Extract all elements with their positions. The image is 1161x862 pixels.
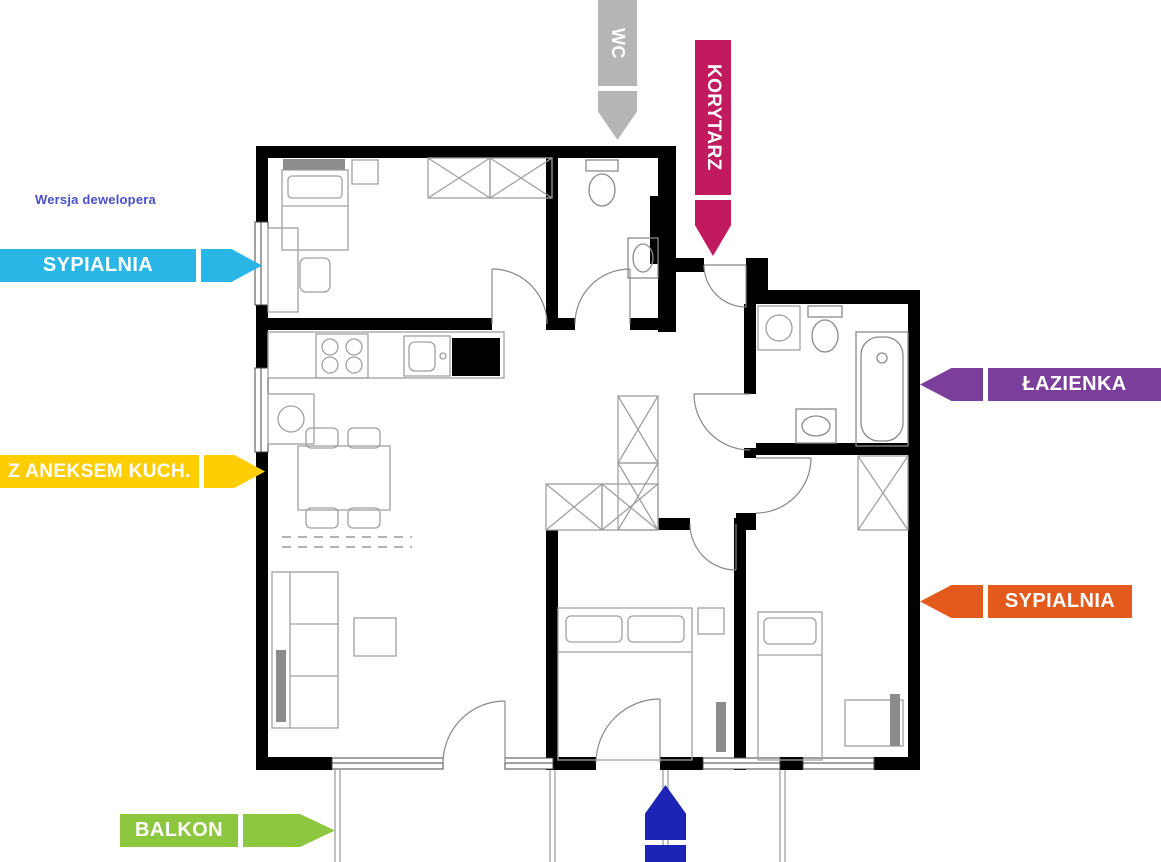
chair-icon (299, 257, 331, 293)
label-aneks-text: Z ANEKSEM KUCH. (0, 455, 199, 488)
toilet-icon (585, 159, 619, 207)
label-text: BALKON (135, 819, 223, 841)
wardrobe-icon (545, 483, 659, 531)
arrow-right-icon (201, 249, 262, 282)
kitchen-sink-icon (403, 335, 451, 377)
dining-table-icon (297, 427, 391, 529)
label-sypialnia-right-text: SYPIALNIA (988, 585, 1132, 618)
wardrobe-icon (427, 157, 553, 199)
desk-icon (267, 227, 299, 313)
arrow-right-icon (204, 455, 265, 488)
label-korytarz-text: KORYTARZ (695, 40, 731, 195)
sofa-icon (271, 571, 339, 729)
wardrobe-icon (857, 455, 909, 531)
nightstand-icon (351, 159, 379, 185)
balcony-railing (334, 770, 786, 862)
stove-icon (315, 333, 369, 379)
coffee-table-icon (353, 617, 397, 657)
arrow-down-icon (695, 200, 731, 256)
toilet-icon (807, 305, 843, 353)
label-text: WC (608, 27, 628, 59)
label-text: ŁAZIENKA (1022, 373, 1127, 395)
arrow-right-icon (243, 814, 335, 847)
label-lazienka-text: ŁAZIENKA (988, 368, 1161, 401)
label-lazienka: ŁAZIENKA (920, 368, 1161, 401)
wardrobe-icon (617, 395, 659, 531)
kitchen-counter-icon (267, 331, 505, 379)
bathtub-icon (855, 331, 909, 447)
label-text: KORYTARZ (703, 64, 724, 171)
radiator-icon (276, 650, 900, 752)
label-text: SYPIALNIA (42, 254, 154, 276)
washing-machine-icon (267, 393, 315, 445)
label-entrance-balcony (645, 785, 686, 862)
version-note: Wersja dewelopera (35, 192, 156, 207)
wall-layer (256, 146, 920, 770)
sink-icon (627, 237, 659, 279)
label-wc-text: WC (598, 0, 637, 86)
nightstand-icon (697, 607, 725, 635)
single-bed-icon (281, 159, 349, 251)
label-entrance-text (645, 845, 686, 862)
desk-icon (844, 699, 904, 747)
label-text: Z ANEKSEM KUCH. (8, 460, 191, 482)
label-korytarz: KORYTARZ (695, 40, 731, 256)
single-bed-icon (757, 611, 823, 761)
rug-icon (282, 536, 412, 548)
label-sypialnia-left-text: SYPIALNIA (0, 249, 196, 282)
label-sypialnia-right: SYPIALNIA (920, 585, 1132, 618)
arrow-up-icon (645, 785, 686, 840)
arrow-down-icon (598, 91, 637, 140)
label-balkon-text: BALKON (120, 814, 238, 847)
label-text: SYPIALNIA (1004, 590, 1116, 612)
window-layer (254, 221, 875, 770)
sink-icon (795, 408, 837, 444)
label-sypialnia-left: SYPIALNIA (0, 249, 262, 282)
label-wc: WC (598, 0, 637, 140)
arrow-left-icon (920, 585, 983, 618)
door-layer (442, 264, 812, 764)
furniture-layer (267, 157, 909, 761)
arrow-left-icon (920, 368, 983, 401)
double-bed-icon (557, 607, 693, 761)
label-aneks-kuchenny: Z ANEKSEM KUCH. (0, 455, 265, 488)
label-balkon: BALKON (120, 814, 335, 847)
washing-machine-icon (757, 305, 801, 351)
